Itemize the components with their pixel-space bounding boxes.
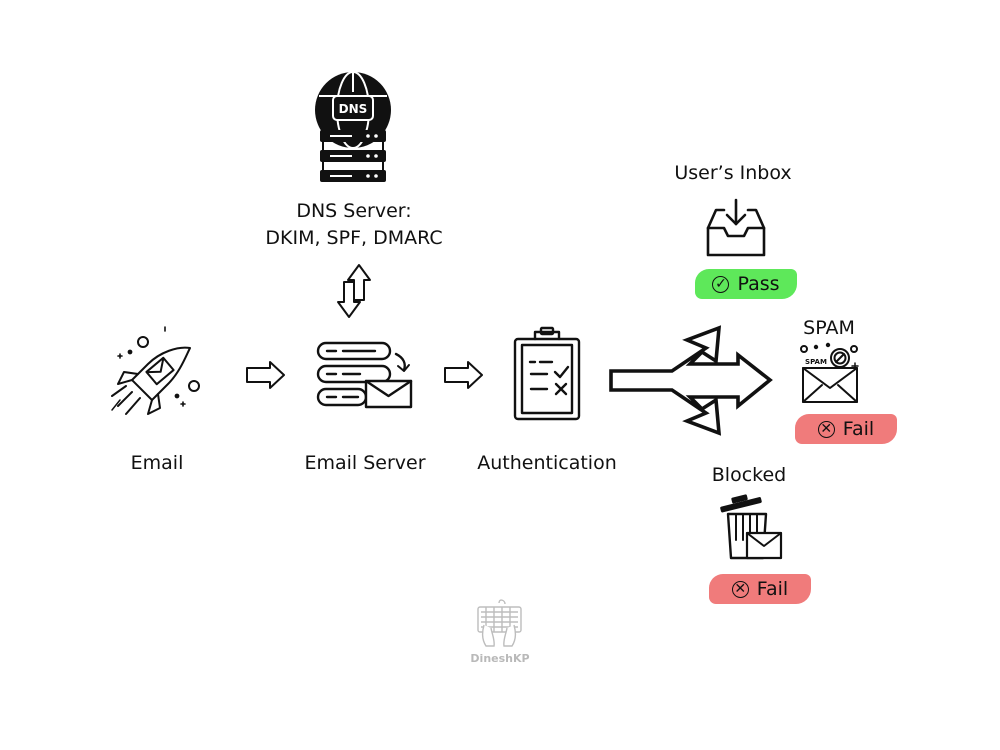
- authentication-label: Authentication: [477, 452, 617, 474]
- x-circle-icon: ✕: [817, 420, 835, 438]
- spam-status-text: Fail: [842, 418, 875, 440]
- inbox-status-text: Pass: [737, 273, 780, 295]
- trash-envelope-icon: [720, 494, 783, 560]
- email-label: Email: [130, 452, 184, 474]
- dns-icon-text: DNS: [339, 102, 368, 116]
- dns-bidirectional-arrow: [337, 264, 371, 318]
- dns-server-label-line1: DNS Server:: [296, 200, 412, 222]
- spam-label: SPAM: [803, 317, 855, 339]
- blocked-label: Blocked: [711, 464, 787, 486]
- inbox-status-badge: ✓ Pass: [695, 269, 797, 299]
- dns-server-label-line2: DKIM, SPF, DMARC: [265, 227, 443, 249]
- clipboard-checklist-icon: [513, 326, 581, 421]
- arrow-server-to-auth: [444, 361, 483, 389]
- inbox-label: User’s Inbox: [674, 162, 792, 184]
- email-server-label: Email Server: [304, 452, 426, 474]
- dns-globe-server-icon: DNS: [315, 71, 391, 182]
- dns-server-label: DNS Server: DKIM, SPF, DMARC: [265, 198, 442, 252]
- rocket-envelope-icon: [111, 326, 200, 415]
- inbox-tray-icon: [706, 198, 766, 257]
- spam-icon-text: SPAM: [805, 358, 827, 366]
- blocked-status-text: Fail: [756, 578, 789, 600]
- split-arrow: [609, 325, 773, 436]
- keyboard-hands-icon: [477, 599, 522, 647]
- spam-status-badge: ✕ Fail: [795, 414, 897, 444]
- watermark-text: DineshKP: [470, 652, 530, 665]
- spam-envelope-icon: SPAM: [800, 342, 859, 403]
- x-circle-icon: ✕: [731, 580, 749, 598]
- server-mail-icon: [316, 341, 413, 409]
- arrow-email-to-server: [246, 361, 285, 389]
- check-circle-icon: ✓: [712, 275, 730, 293]
- blocked-status-badge: ✕ Fail: [709, 574, 811, 604]
